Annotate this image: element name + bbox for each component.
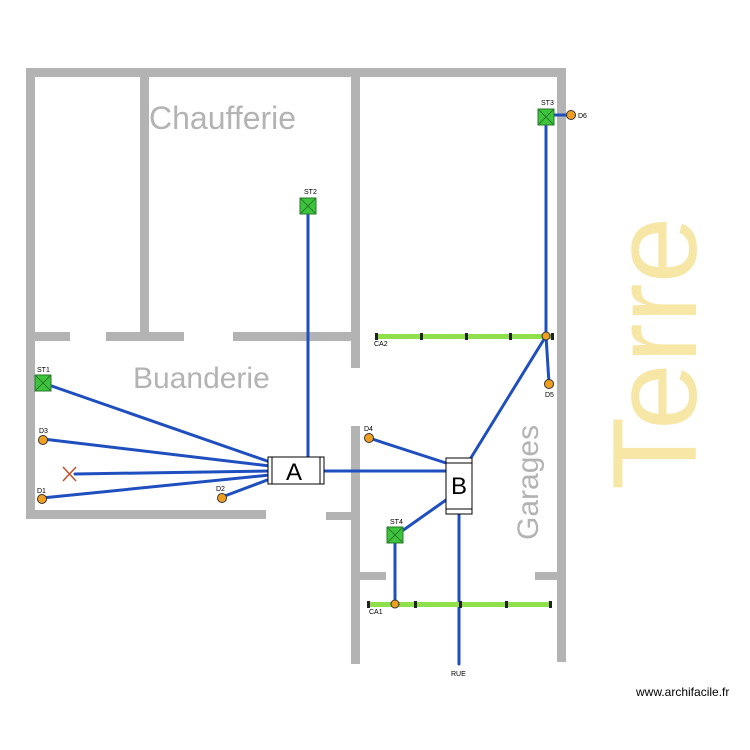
- wall-right: [557, 72, 566, 662]
- pipe-ca2-d5: [544, 334, 551, 385]
- pipe-d1-a: [40, 473, 272, 500]
- wall-mid-1: [26, 332, 70, 341]
- pipe-x-a: [73, 469, 272, 476]
- collector-box-a[interactable]: A: [267, 456, 325, 486]
- drain-point-d6[interactable]: [566, 110, 576, 120]
- channel-ca1: [367, 601, 552, 608]
- pipe-d4-b: [367, 436, 448, 465]
- box-a-label: A: [286, 459, 302, 486]
- junction-point: [541, 331, 551, 341]
- label-st3: ST3: [541, 100, 554, 107]
- wall-center-upper: [351, 72, 360, 368]
- wall-mid-3: [233, 332, 360, 341]
- room-label-chaufferie: Chaufferie: [149, 100, 296, 136]
- label-d3: D3: [39, 428, 48, 435]
- wall-stub-garage: [326, 512, 356, 520]
- label-rue: RUE: [451, 671, 466, 678]
- label-d1: D1: [37, 488, 46, 495]
- wall-mid-2: [106, 332, 184, 341]
- drain-point-d4[interactable]: [364, 433, 374, 443]
- pipe-st1-a: [41, 381, 272, 464]
- wall-left: [26, 68, 35, 518]
- wall-stub-lower-right: [535, 572, 566, 580]
- pipe-ca2-b: [467, 334, 548, 463]
- manhole-st4[interactable]: [386, 526, 404, 544]
- label-st1: ST1: [37, 367, 50, 374]
- label-ca2: CA2: [374, 341, 388, 348]
- channel-ca2: [375, 333, 554, 340]
- pipe-d3-a: [41, 437, 272, 468]
- label-d5: D5: [545, 392, 554, 399]
- cross-icon: [62, 466, 77, 482]
- pipes: [40, 113, 573, 666]
- junction-point: [390, 599, 400, 609]
- label-ca1: CA1: [369, 609, 383, 616]
- wall-stub-lower-left: [351, 572, 386, 580]
- label-d6: D6: [578, 113, 587, 120]
- label-st4: ST4: [390, 519, 403, 526]
- manhole-st1[interactable]: [34, 374, 52, 392]
- label-d4: D4: [364, 426, 373, 433]
- watermark: www.archifacile.fr: [635, 685, 729, 699]
- manhole-st3[interactable]: [537, 108, 555, 126]
- wall-chaufferie-left: [140, 72, 149, 338]
- wall-top: [26, 68, 566, 77]
- pipe-d2-a: [220, 477, 272, 499]
- drain-point-d1[interactable]: [37, 494, 47, 504]
- label-d2: D2: [216, 486, 225, 493]
- drain-point-d5[interactable]: [544, 379, 554, 389]
- drain-point-d2[interactable]: [217, 493, 227, 503]
- terre-label: Terre: [588, 217, 722, 490]
- label-st2: ST2: [304, 189, 317, 196]
- wall-center-lower: [351, 426, 360, 664]
- drain-point-d3[interactable]: [38, 435, 48, 445]
- room-label-garages: Garages: [512, 425, 545, 540]
- room-label-buanderie: Buanderie: [133, 362, 270, 395]
- manhole-st2[interactable]: [299, 197, 317, 215]
- walls: [26, 68, 566, 664]
- collector-box-b[interactable]: B: [445, 457, 473, 515]
- wall-bottom-left: [26, 510, 266, 519]
- box-b-label: B: [451, 473, 467, 500]
